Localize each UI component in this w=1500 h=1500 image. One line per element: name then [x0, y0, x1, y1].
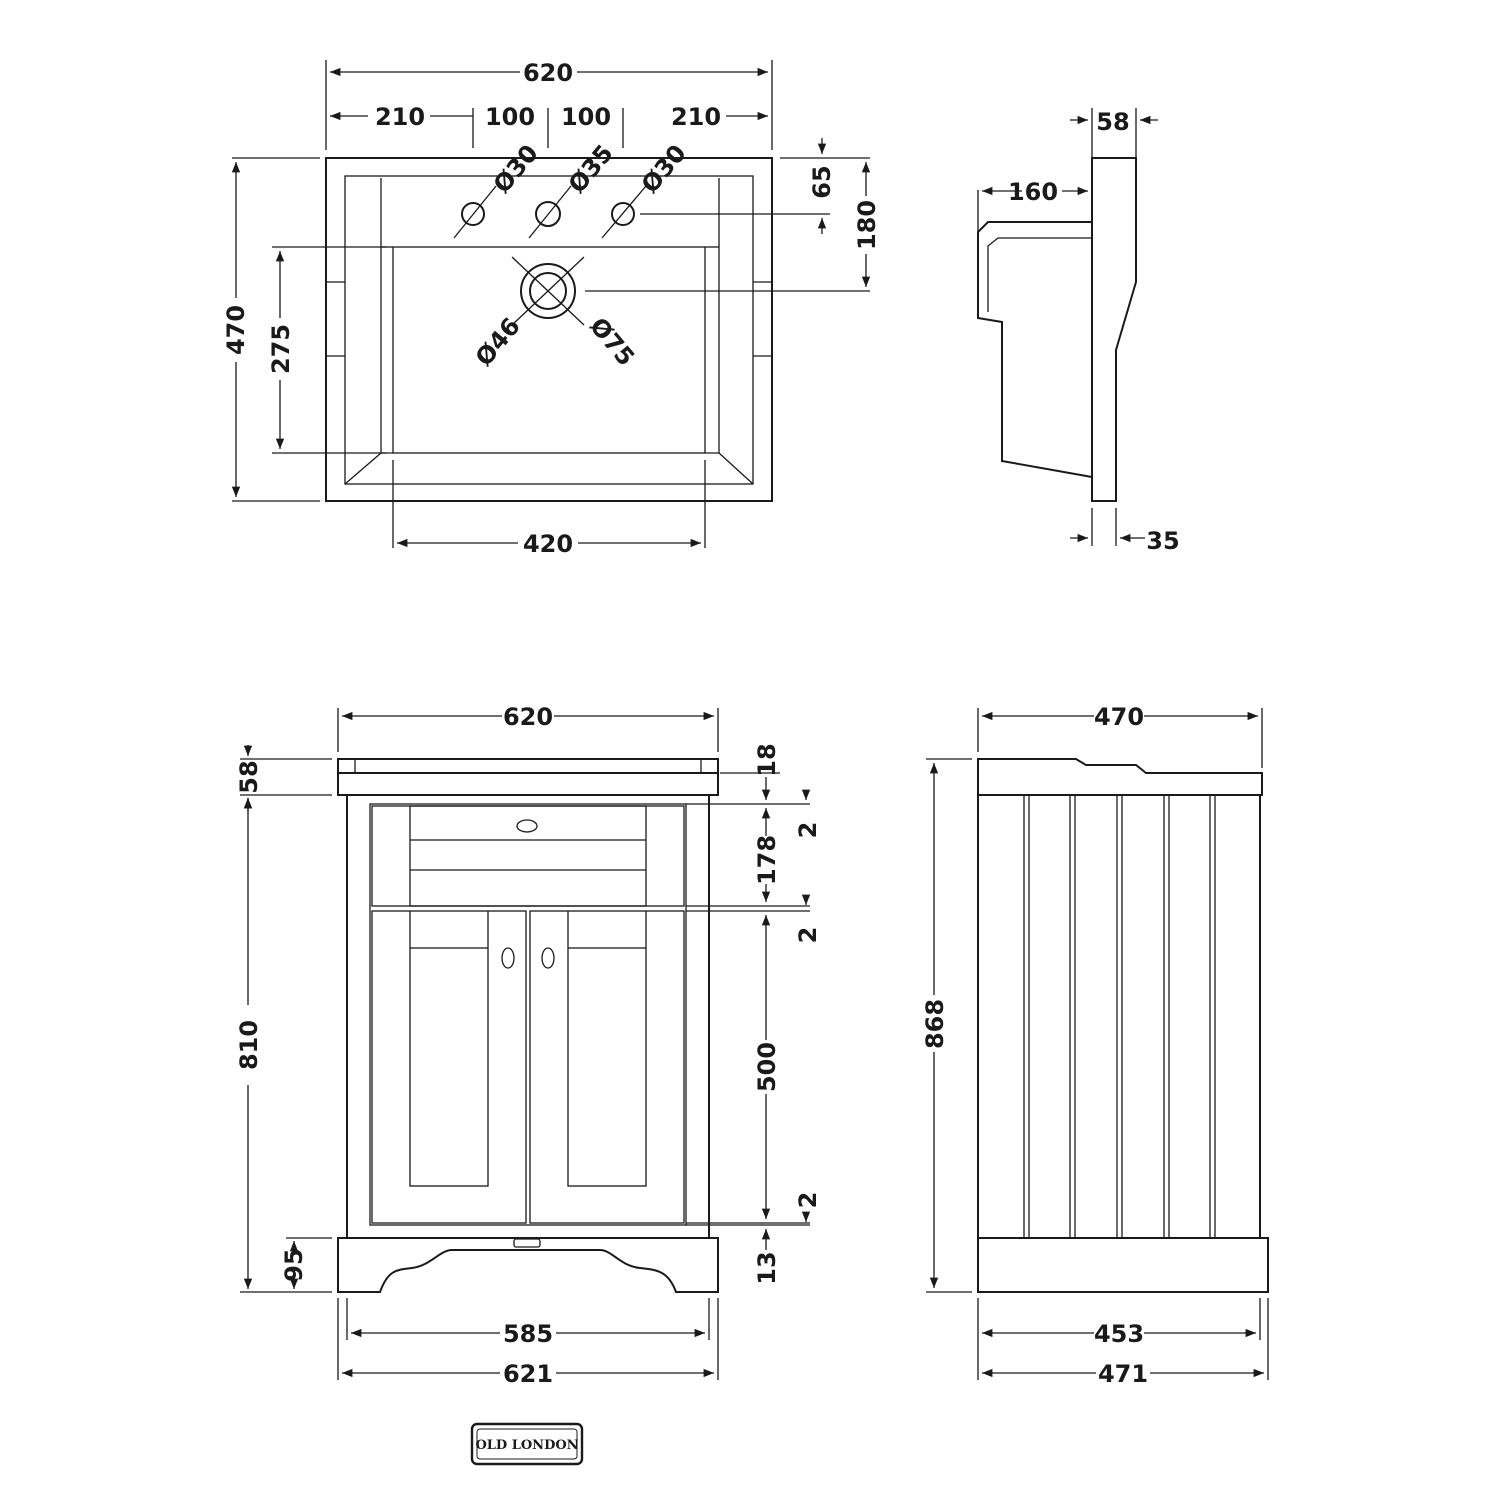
basin-side-view: [977, 108, 1158, 546]
right-door-knob: [541, 947, 555, 969]
right-door: [529, 910, 685, 1224]
dim-plan-centre-right: 100: [561, 103, 611, 131]
dim-front-top-gap: 18: [753, 743, 781, 776]
dim-side-overall-height: 868: [921, 999, 949, 1049]
dim-side-overall-depth: 471: [1098, 1360, 1148, 1388]
dim-front-gap-b: 2: [794, 927, 822, 944]
vanity-side-view: [926, 708, 1269, 1380]
dim-side-projection: 160: [1008, 178, 1058, 206]
waste-inner: [529, 272, 567, 310]
dim-plan-right-offset: 210: [671, 103, 721, 131]
vanity-front-view: [240, 708, 811, 1380]
tap-hole-right: [611, 202, 635, 226]
dim-tap-hole-centre-dia: Ø35: [563, 139, 619, 198]
left-door-knob: [501, 947, 515, 969]
basin-side-dimensions: 58 160 35: [1008, 108, 1180, 555]
dim-front-carcass-height: 810: [235, 1020, 263, 1070]
dim-front-basin-height: 58: [235, 760, 263, 793]
dim-plan-overall-width: 620: [523, 59, 573, 87]
dim-side-inner-depth: 453: [1094, 1320, 1144, 1348]
dim-front-drawer-height: 178: [753, 835, 781, 885]
drawer-handle: [516, 819, 538, 833]
dim-waste-inner-dia: Ø46: [470, 312, 526, 371]
dim-plan-depth: 470: [222, 305, 250, 355]
dim-front-gap-a: 2: [794, 822, 822, 839]
dim-waste-outer-dia: Ø75: [584, 312, 640, 371]
tap-hole-centre: [535, 201, 561, 227]
old-london-logo: OLD LONDON: [470, 1422, 584, 1466]
dim-plan-bowl-depth: 275: [267, 324, 295, 374]
vanity-front-dimensions: 620 58 810 95 18 2 178 2 500 2 13 585 62…: [235, 703, 822, 1388]
dim-front-top-width: 620: [503, 703, 553, 731]
dim-side-top-thickness: 58: [1096, 108, 1129, 136]
left-door: [371, 910, 527, 1224]
dim-front-plinth-gap: 13: [753, 1251, 781, 1284]
dim-front-inner-width: 585: [503, 1320, 553, 1348]
dim-front-plinth-height: 95: [280, 1248, 308, 1281]
dim-plan-left-offset: 210: [375, 103, 425, 131]
basin-plan-view: [231, 60, 871, 548]
dim-plan-waste-from-back: 180: [853, 200, 881, 250]
dim-side-rim: 35: [1146, 527, 1179, 555]
dim-plan-tap-hole-from-back: 65: [808, 165, 836, 198]
dim-side-top-depth: 470: [1094, 703, 1144, 731]
dim-plan-bowl-width: 420: [523, 530, 573, 558]
dim-front-overall-width: 621: [503, 1360, 553, 1388]
vanity-side-dimensions: 470 868 453 471: [921, 703, 1148, 1388]
dim-tap-hole-right-dia: Ø30: [636, 139, 692, 198]
dim-tap-hole-left-dia: Ø30: [488, 139, 544, 198]
dim-front-gap-c: 2: [794, 1192, 822, 1209]
tap-hole-left: [461, 202, 485, 226]
dim-plan-centre-left: 100: [485, 103, 535, 131]
waste-outer: [520, 263, 576, 319]
dim-front-door-height: 500: [753, 1042, 781, 1092]
brand-name: OLD LONDON: [475, 1438, 578, 1453]
